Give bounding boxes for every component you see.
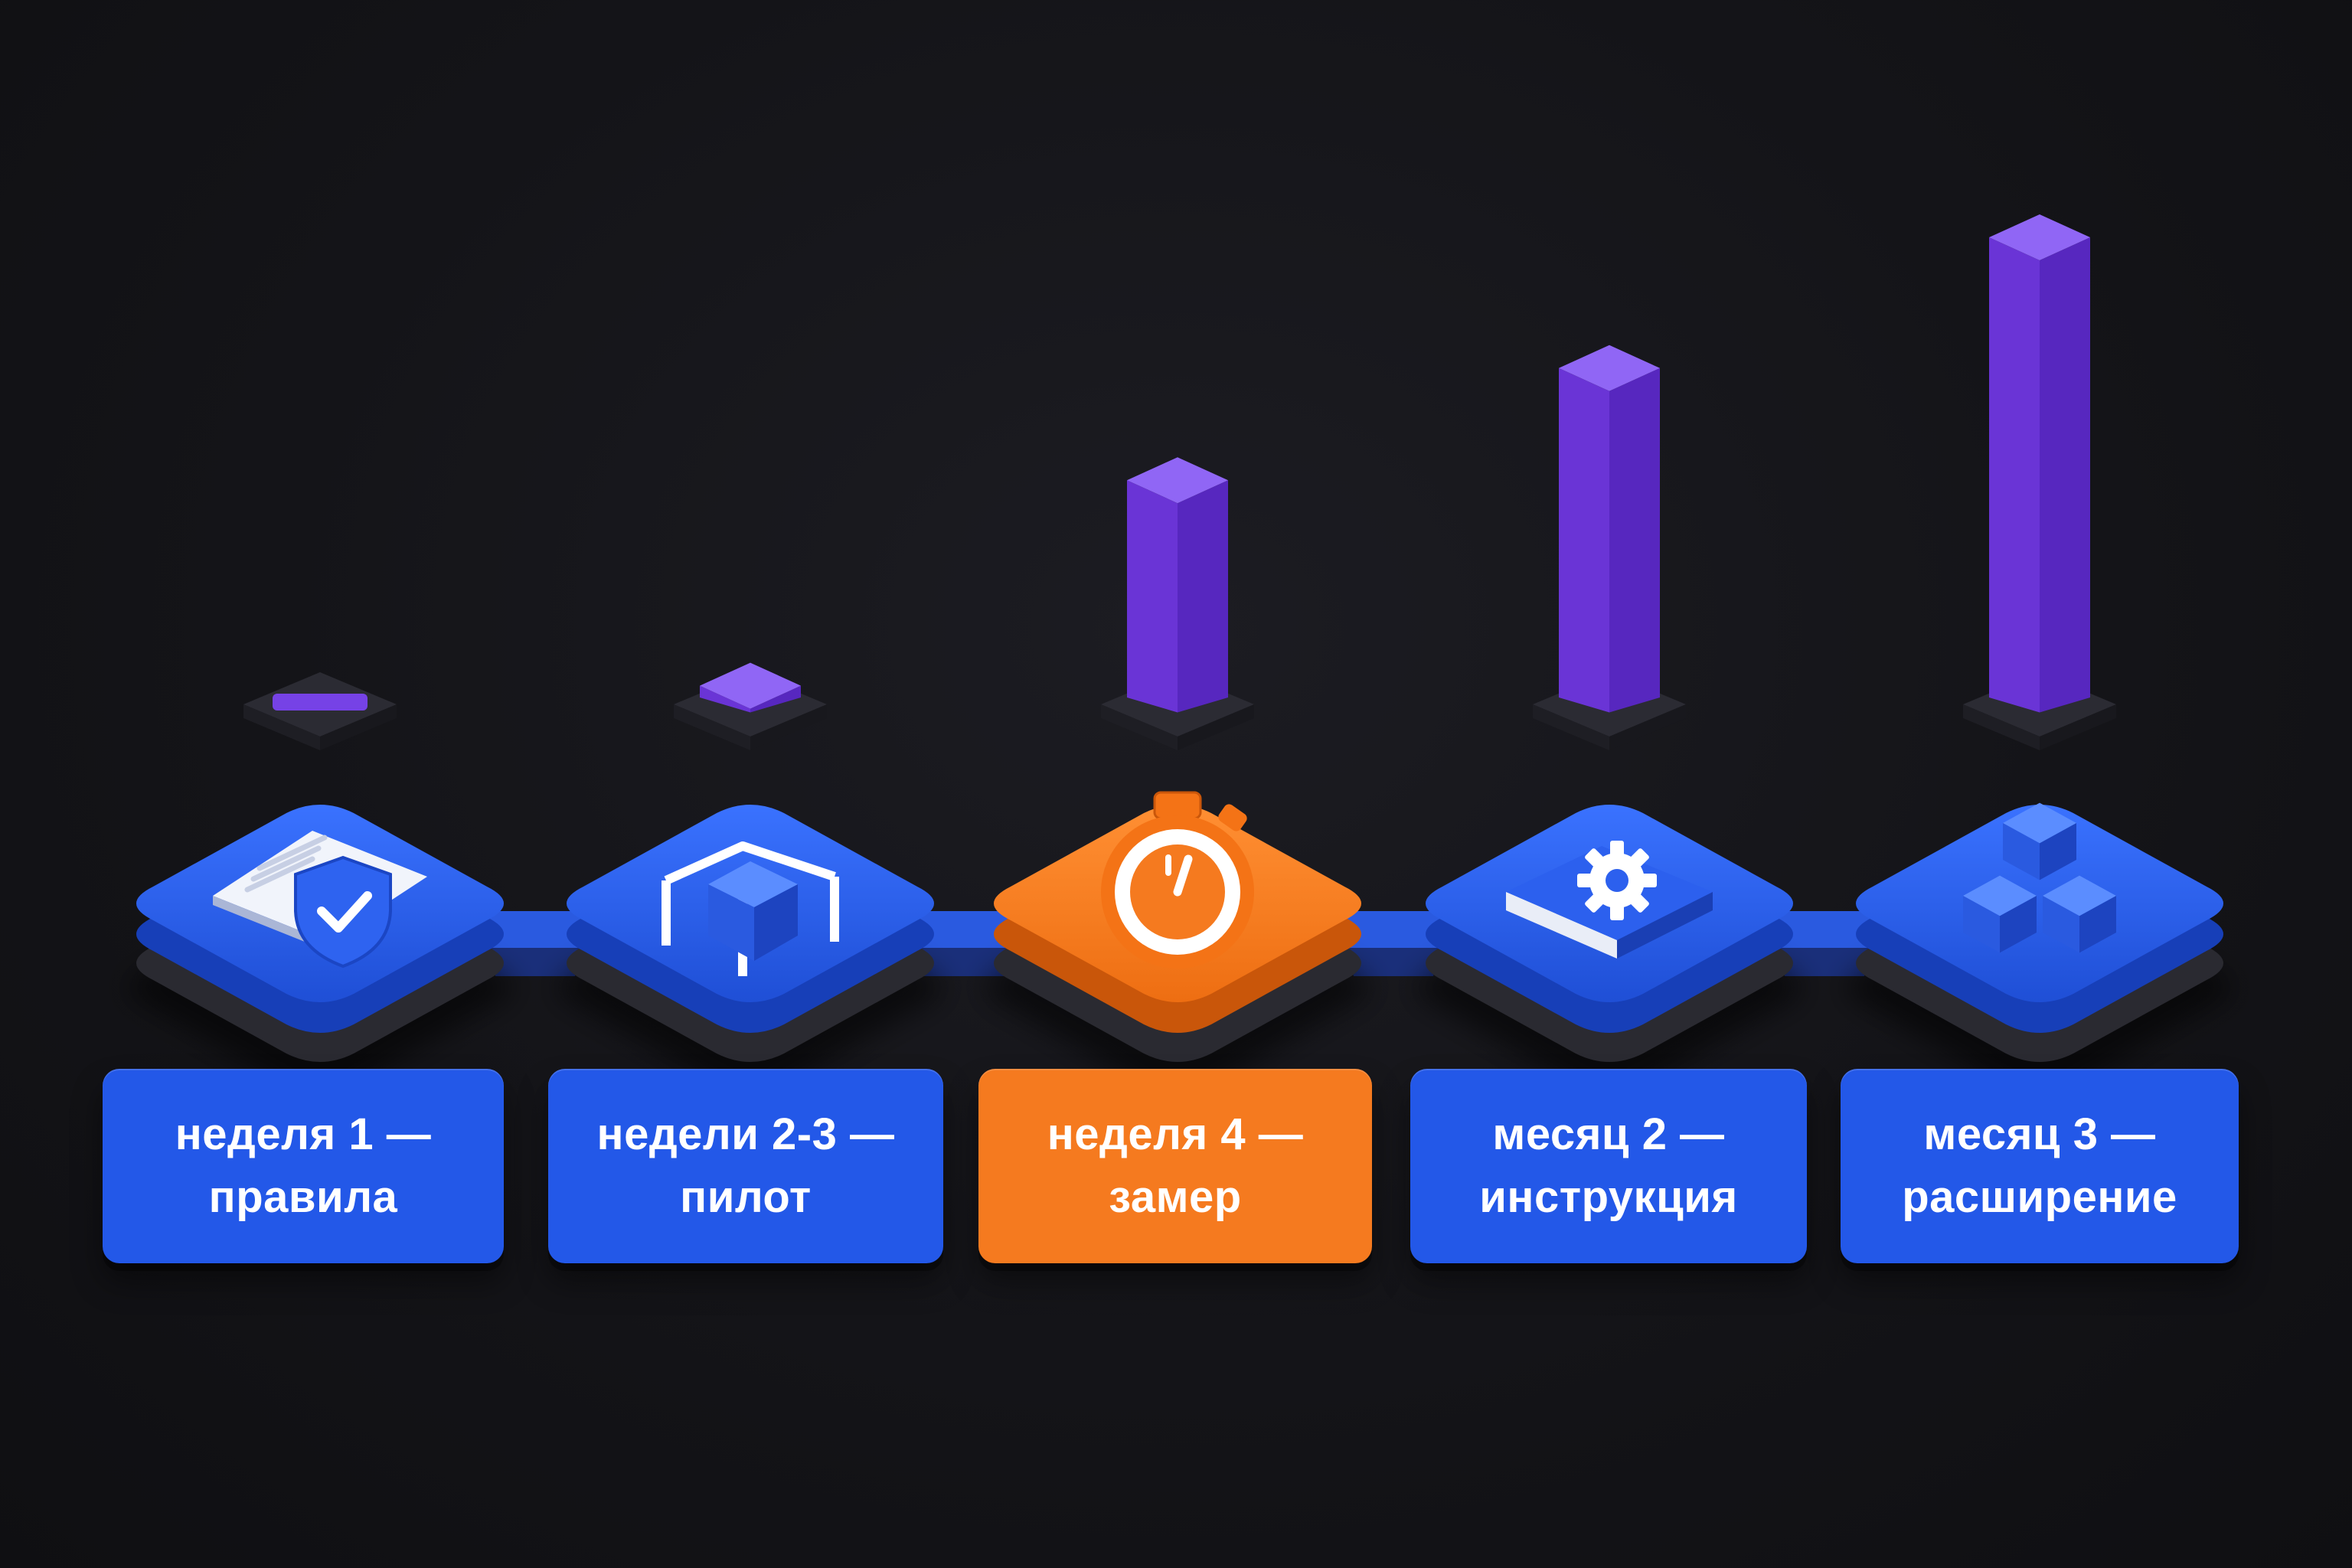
- connector-block: [482, 911, 589, 976]
- stopwatch-icon: [1101, 791, 1254, 969]
- progress-bar-3: [1101, 457, 1254, 750]
- step-label-text: месяц 2 — инструкция: [1479, 1109, 1738, 1222]
- book-gear-icon: [1506, 841, 1713, 959]
- progress-bar-2: [674, 662, 827, 750]
- step-label-card-3[interactable]: неделя 4 — замер: [978, 1069, 1372, 1263]
- progress-bar-1: [243, 672, 397, 750]
- step-tile-5[interactable]: [1847, 802, 2233, 1095]
- step-label-text: месяц 3 — расширение: [1902, 1109, 2177, 1222]
- shield-check-document-icon: [213, 831, 427, 969]
- step-tile-2[interactable]: [557, 805, 943, 1095]
- tile-connectors: [482, 911, 1878, 976]
- step-tile-3[interactable]: [985, 791, 1370, 1095]
- connector-block: [1340, 911, 1447, 976]
- step-label-card-5[interactable]: месяц 3 — расширение: [1841, 1069, 2239, 1263]
- step-label-card-2[interactable]: недели 2-3 — пилот: [548, 1069, 943, 1263]
- step-label-card-4[interactable]: месяц 2 — инструкция: [1410, 1069, 1807, 1263]
- progress-bar-4: [1533, 345, 1686, 750]
- step-tile-4[interactable]: [1416, 805, 1802, 1095]
- stacked-cubes-icon: [1963, 802, 2116, 953]
- step-label-text: неделя 4 — замер: [1047, 1109, 1304, 1222]
- connector-block: [910, 911, 1018, 976]
- step-tile-1[interactable]: [127, 805, 513, 1095]
- step-label-text: неделя 1 — правила: [175, 1109, 432, 1222]
- step-label-text: недели 2-3 — пилот: [596, 1109, 895, 1222]
- progress-bar-5: [1963, 214, 2116, 750]
- framed-cube-icon: [662, 841, 839, 976]
- connector-block: [1771, 911, 1878, 976]
- step-label-card-1[interactable]: неделя 1 — правила: [103, 1069, 504, 1263]
